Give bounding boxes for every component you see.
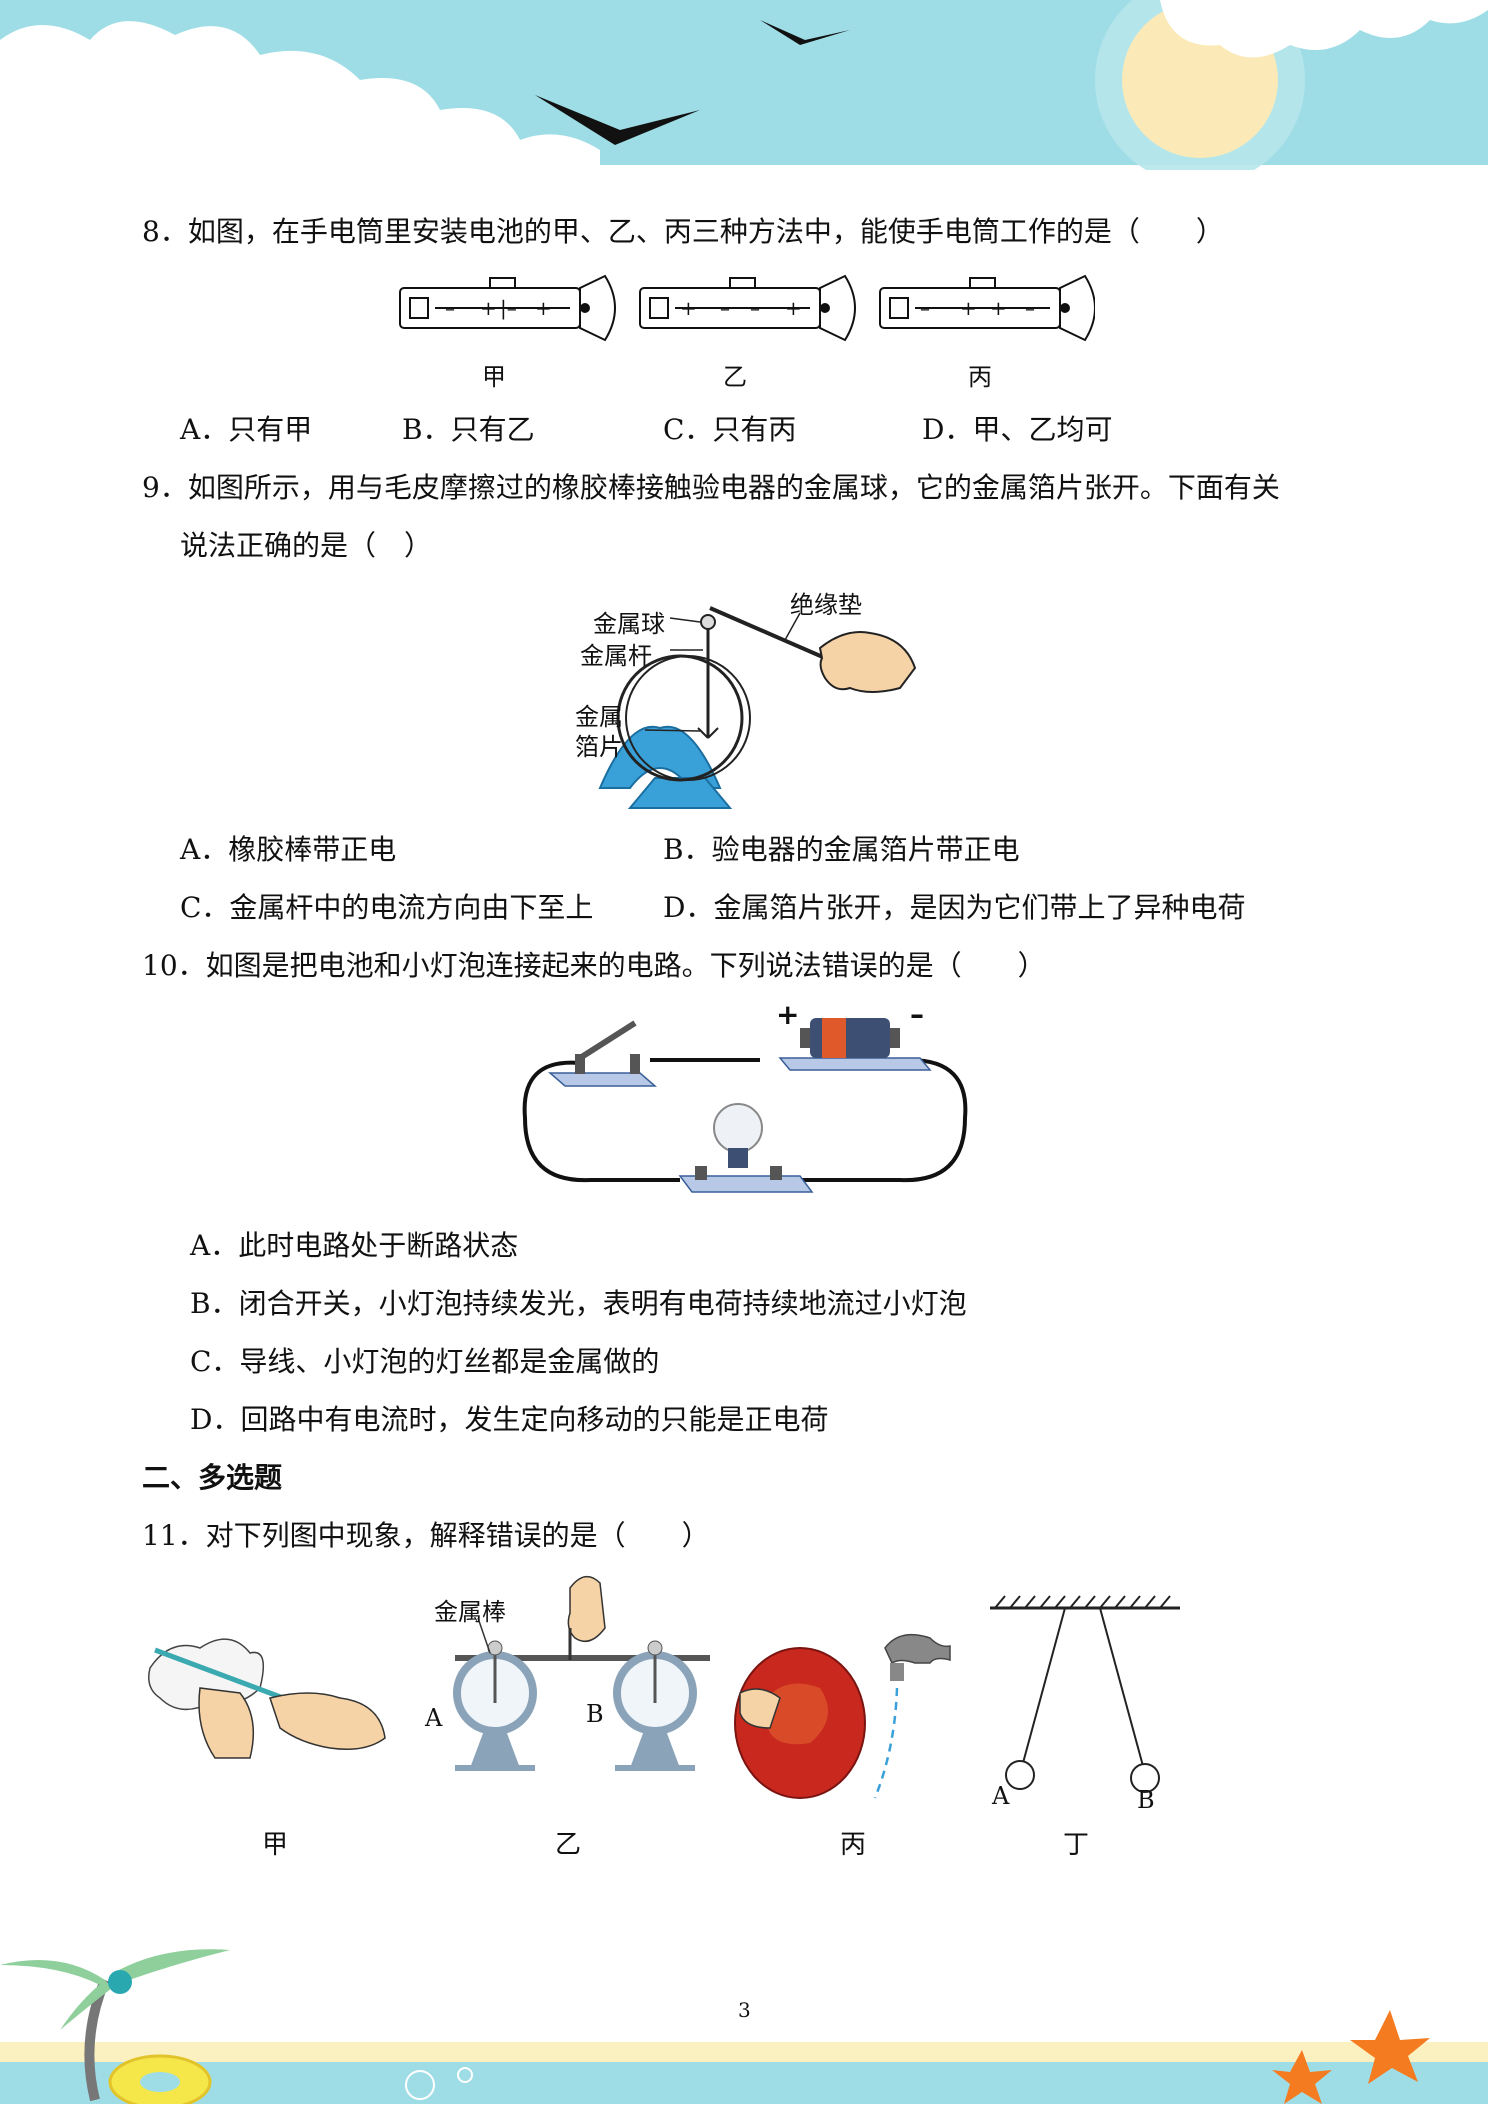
q11-caption-ding: 丁 bbox=[1063, 1830, 1090, 1860]
bulb bbox=[678, 1103, 814, 1193]
q9-option-d: D．金属箔片张开，是因为它们带上了异种电荷 bbox=[663, 891, 1246, 924]
svg-text:–: – bbox=[750, 296, 760, 320]
svg-text:|–: |– bbox=[500, 296, 517, 321]
q9-label-foil-line2: 箔片 bbox=[575, 733, 623, 761]
q11-label-metal-rod: 金属棒 bbox=[434, 1598, 506, 1626]
flashlight-jia: – + |– + bbox=[399, 274, 616, 342]
q9-option-b: B．验电器的金属箔片带正电 bbox=[663, 833, 1020, 866]
q11-figures bbox=[148, 1575, 1180, 1799]
header-decoration bbox=[0, 0, 1488, 170]
q9-stem-line2: 说法正确的是（ ） bbox=[180, 529, 433, 562]
q9-option-a: A．橡胶棒带正电 bbox=[180, 833, 397, 866]
q10-option-a: A．此时电路处于断路状态 bbox=[190, 1229, 519, 1262]
footer-decoration bbox=[0, 1949, 1488, 2104]
q10-circuit-figure bbox=[522, 1018, 968, 1193]
flashlight-yi: + – – + bbox=[639, 274, 856, 342]
page-number: 3 bbox=[738, 1998, 751, 2022]
q10-option-c: C．导线、小灯泡的灯丝都是金属做的 bbox=[190, 1345, 660, 1378]
q11-label-electroscope-b: B bbox=[586, 1700, 604, 1728]
q8-option-c: C．只有丙 bbox=[663, 413, 797, 446]
q11-label-electroscope-a: A bbox=[425, 1704, 443, 1732]
q9-stem-line1: 9．如图所示，用与毛皮摩擦过的橡胶棒接触验电器的金属球，它的金属箔片张开。下面有… bbox=[142, 471, 1280, 504]
svg-text:–: – bbox=[1025, 296, 1035, 320]
q8-stem: 8．如图，在手电筒里安装电池的甲、乙、丙三种方法中，能使手电筒工作的是（ ） bbox=[142, 215, 1224, 248]
q11-caption-yi: 乙 bbox=[555, 1830, 582, 1860]
q10-option-d: D．回路中有电流时，发生定向移动的只能是正电荷 bbox=[190, 1403, 829, 1436]
svg-text:–: – bbox=[920, 296, 930, 320]
q11-stem: 11．对下列图中现象，解释错误的是（ ） bbox=[142, 1519, 710, 1552]
q8-option-d: D．甲、乙均可 bbox=[922, 413, 1113, 446]
q9-label-rod: 金属杆 bbox=[580, 642, 652, 670]
q10-battery-minus: – bbox=[910, 998, 924, 1031]
figure-bing-balloon bbox=[734, 1633, 951, 1799]
svg-text:+: + bbox=[480, 296, 497, 320]
figure-yi-electroscopes bbox=[453, 1575, 710, 1771]
svg-text:+: + bbox=[785, 296, 802, 320]
q8-caption-jia: 甲 bbox=[482, 363, 506, 391]
q10-option-b: B．闭合开关，小灯泡持续发光，表明有电荷持续地流过小灯泡 bbox=[190, 1287, 967, 1320]
figure-ding-pendulums bbox=[990, 1595, 1180, 1793]
q8-flashlight-figure: – + |– + + – – + – + + – bbox=[399, 274, 1095, 342]
switch bbox=[547, 1020, 658, 1087]
svg-text:+: + bbox=[960, 296, 977, 320]
q8-option-a: A．只有甲 bbox=[180, 413, 313, 446]
q8-caption-bing: 丙 bbox=[968, 363, 992, 391]
svg-text:+: + bbox=[535, 296, 552, 320]
q8-option-b: B．只有乙 bbox=[402, 413, 535, 446]
q9-label-foil-line1: 金属 bbox=[575, 703, 623, 731]
q8-caption-yi: 乙 bbox=[723, 363, 747, 391]
q9-label-pad: 绝缘垫 bbox=[790, 591, 862, 619]
svg-text:–: – bbox=[445, 296, 455, 320]
q10-battery-plus: + bbox=[776, 998, 800, 1031]
q9-option-c: C．金属杆中的电流方向由下至上 bbox=[180, 891, 594, 924]
q11-caption-bing: 丙 bbox=[840, 1830, 867, 1860]
section-multiple-choice-title: 二、多选题 bbox=[142, 1461, 283, 1494]
svg-text:+: + bbox=[990, 296, 1007, 320]
q11-caption-jia: 甲 bbox=[262, 1830, 289, 1860]
flashlight-bing: – + + – bbox=[879, 274, 1095, 342]
q10-stem: 10．如图是把电池和小灯泡连接起来的电路。下列说法错误的是（ ） bbox=[142, 949, 1046, 982]
svg-text:+: + bbox=[680, 296, 697, 320]
q9-label-ball: 金属球 bbox=[593, 610, 665, 638]
svg-text:–: – bbox=[720, 296, 730, 320]
battery bbox=[778, 1018, 932, 1071]
q9-electroscope-figure bbox=[598, 604, 917, 809]
q11-label-pendulum-a: A bbox=[992, 1782, 1010, 1810]
q11-label-pendulum-b: B bbox=[1137, 1786, 1155, 1814]
figure-jia-rubbing bbox=[148, 1638, 386, 1759]
